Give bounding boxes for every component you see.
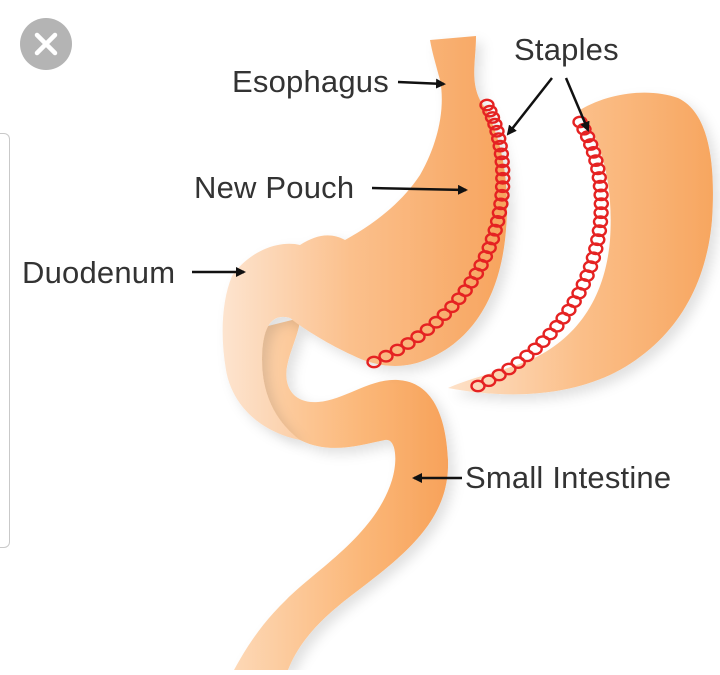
staple-ring: [494, 188, 510, 202]
staple-ring: [494, 155, 510, 169]
staple-ring: [484, 111, 501, 124]
staple-ring: [593, 188, 609, 202]
arrow-staples-right: [564, 77, 590, 132]
side-panel-edge: [0, 133, 10, 548]
staple-ring: [590, 162, 606, 176]
staple-ring: [494, 180, 511, 194]
staple-ring: [378, 349, 394, 363]
staple-ring: [487, 117, 503, 131]
staple-ring: [389, 343, 406, 357]
staple-ring: [410, 330, 426, 344]
arrow-staples-left: [506, 77, 553, 136]
new-pouch-shape: [222, 36, 508, 440]
label-small-intestine: Small Intestine: [465, 460, 671, 495]
staple-ring: [593, 197, 609, 211]
staple-ring: [419, 323, 436, 336]
staple-ring: [444, 300, 460, 314]
close-icon: [34, 32, 58, 56]
staple-ring: [491, 206, 508, 220]
staple-ring: [428, 315, 444, 329]
label-duodenum: Duodenum: [22, 255, 175, 290]
staple-ring: [495, 163, 511, 177]
staple-ring: [495, 171, 511, 185]
staple-ring: [400, 337, 416, 350]
staple-ring: [592, 179, 609, 193]
staple-ring: [479, 98, 495, 112]
staple-ring: [491, 132, 507, 146]
staple-ring: [585, 145, 602, 159]
staple-ring: [501, 362, 517, 376]
staple-ring: [519, 349, 535, 363]
arrow-esophagus: [397, 78, 446, 89]
staple-ring: [588, 154, 604, 168]
staple-ring: [583, 138, 599, 151]
staple-ring: [510, 356, 526, 369]
staple-ring: [492, 139, 508, 153]
removed-stomach-shape: [448, 92, 713, 395]
staple-ring: [493, 147, 510, 161]
staple-ring: [482, 104, 498, 118]
staple-line-pouch: [366, 98, 511, 369]
staple-ring: [592, 215, 609, 229]
staple-ring: [366, 355, 382, 369]
label-esophagus: Esophagus: [232, 64, 389, 99]
label-staples: Staples: [514, 32, 619, 67]
staple-ring: [493, 197, 509, 211]
staple-ring: [470, 379, 486, 393]
staple-ring: [591, 171, 607, 184]
label-new-pouch: New Pouch: [194, 170, 354, 205]
arrow-new-pouch: [371, 184, 468, 195]
staple-ring: [593, 206, 609, 220]
staple-ring: [489, 124, 505, 138]
small-intestine-shape: [234, 318, 449, 670]
staple-line-removed: [470, 115, 609, 393]
staple-ring: [491, 368, 507, 382]
staple-ring: [535, 335, 551, 348]
staple-ring: [436, 308, 452, 321]
close-button[interactable]: [20, 18, 72, 70]
staple-ring: [527, 342, 543, 356]
staple-ring: [591, 224, 608, 238]
staple-ring: [542, 327, 558, 341]
